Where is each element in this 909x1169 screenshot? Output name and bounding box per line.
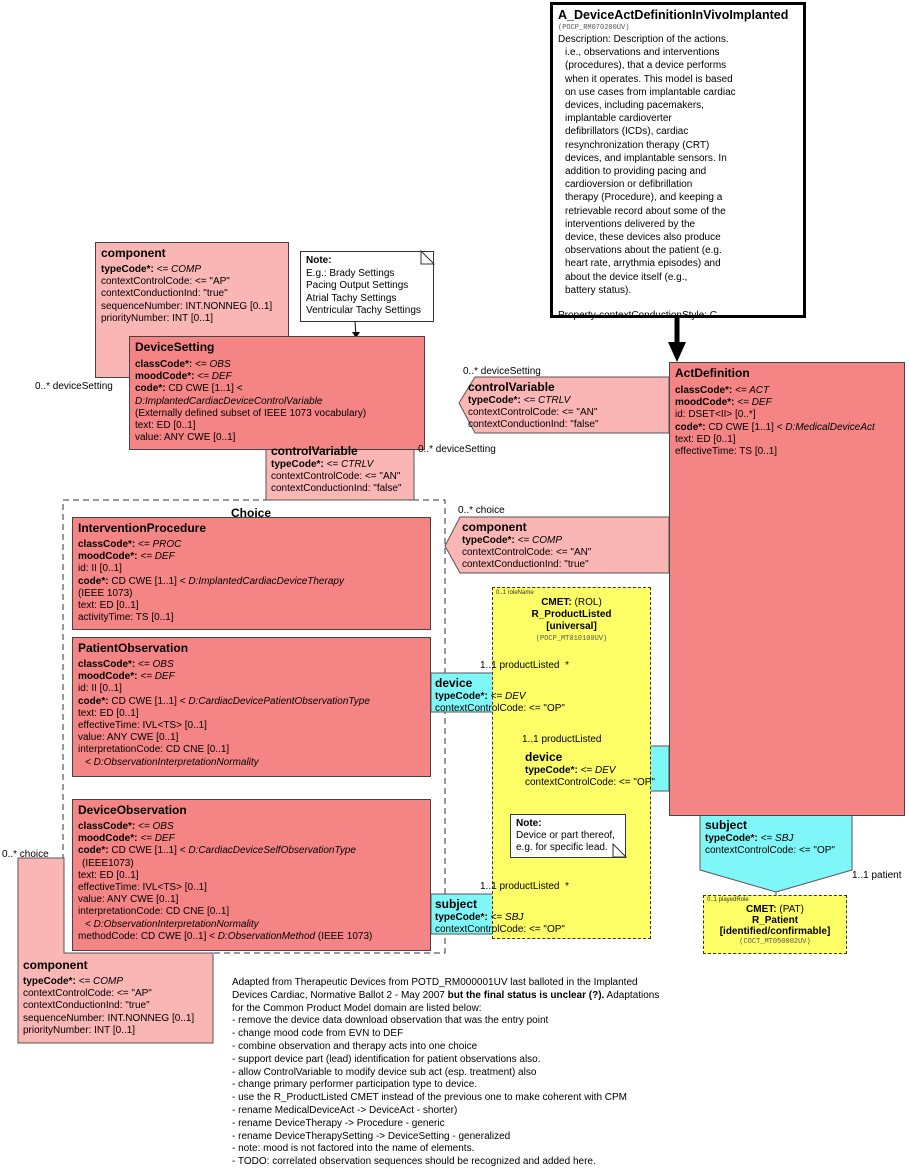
label-product-listed-3: 1..1 productListed * (480, 881, 569, 892)
entry-point-description-line: observations about the patient (e.g. (565, 245, 722, 257)
adaptation-note-item: - TODO: correlated observation sequences… (232, 1156, 596, 1168)
entry-point-description-line: when it operates. This model is based (565, 73, 733, 85)
note-settings-line: E.g.: Brady Settings (306, 267, 395, 279)
adaptation-note-item: - combine observation and therapy acts i… (232, 1040, 478, 1052)
label-patient: 1..1 patient (852, 870, 902, 881)
device-observation-title: DeviceObservation (78, 803, 187, 817)
adaptation-note-item: - note: mood is not factored into the na… (232, 1143, 475, 1155)
adaptation-note-item: - use the R_ProductListed CMET instead o… (232, 1092, 628, 1104)
device-role-2: device typeCode*: <= DEV contextControlC… (525, 750, 655, 788)
adaptation-note-item: - rename MedicalDeviceAct -> DeviceAct -… (232, 1104, 458, 1116)
component-bottom: component typeCode*: <= COMP contextCont… (23, 958, 195, 1036)
note-device-line: Device or part thereof, (516, 830, 615, 841)
label-product-listed-2: 1..1 productListed (522, 734, 602, 745)
entry-point-description-line: therapy (Procedure), and keeping a (565, 192, 723, 204)
control-variable-bottom: controlVariable typeCode*: <= CTRLV cont… (271, 444, 402, 494)
entry-point-id: (POCP_RM070200UV) (558, 24, 630, 32)
intervention-procedure-title: InterventionProcedure (78, 521, 207, 535)
patient-observation-title: PatientObservation (78, 641, 189, 655)
entry-point-description-line: (procedures), that a device performs (565, 60, 727, 72)
entry-point-description-line: implantable cardioverter (565, 113, 672, 125)
entry-point-description-line: about the device itself (e.g., (565, 271, 688, 283)
choice-title: Choice (231, 506, 272, 520)
label-device-setting-bottom: 0..* deviceSetting (418, 444, 496, 455)
entry-point-description-line: retrievable record about some of the (565, 205, 726, 217)
entry-point-description-line: devices, including pacemakers, (565, 100, 704, 112)
label-choice-top: 0..* choice (458, 505, 505, 516)
entry-point-description-line: device, these devices also produce (565, 232, 721, 244)
device-observation-box: DeviceObservation classCode*: <= OBS moo… (72, 799, 431, 951)
adaptation-note-item: - support device part (lead) identificat… (232, 1053, 541, 1065)
subject-role-2: subject typeCode*: <= SBJ contextControl… (705, 818, 835, 856)
component-bottom-shape (17, 857, 214, 1044)
label-device-setting-right: 0..* deviceSetting (463, 366, 541, 377)
cmet-patient-box: 0..1 playedRole CMET: (PAT) R_Patient [i… (703, 895, 847, 954)
note-device-line: e.g. for specific lead. (516, 842, 608, 853)
adaptation-notes: Adapted from Therapeutic Devices from PO… (232, 977, 872, 1169)
adaptation-note-item: - remove the device data download observ… (232, 1015, 549, 1027)
entry-point-description-line: interventions delivered by the (565, 218, 696, 230)
note-settings-line: Atrial Tachy Settings (306, 292, 397, 304)
entry-point-description-line: i.e., observations and interventions (565, 47, 720, 59)
device-setting-title: DeviceSetting (135, 340, 215, 354)
device-role-1: device typeCode*: <= DEV contextControlC… (435, 676, 565, 714)
entry-point-title: A_DeviceActDefinitionInVivoImplanted (558, 8, 789, 22)
act-definition-title: ActDefinition (675, 366, 750, 380)
entry-point-description-line: cardioversion or defibrillation (565, 179, 693, 191)
adaptation-note-item: - rename DeviceTherapySetting -> DeviceS… (232, 1130, 511, 1142)
subject-role-1: subject typeCode*: <= SBJ contextControl… (435, 897, 565, 935)
component-top-title: component (101, 246, 166, 260)
control-variable-right: controlVariable typeCode*: <= CTRLV cont… (468, 380, 599, 430)
entry-point-description-line: addition to providing pacing and (565, 166, 707, 178)
device-setting-box: DeviceSetting classCode*: <= OBS moodCod… (129, 336, 425, 450)
adaptation-note-item: - allow ControlVariable to modify device… (232, 1066, 537, 1078)
entry-point-description-line: heart rate, arrythmia episodes) and (565, 258, 721, 270)
adaptation-note-item: - rename DeviceTherapy -> Procedure - ge… (232, 1117, 445, 1129)
note-device: Note: Device or part thereof,e.g. for sp… (510, 814, 626, 858)
entry-point-description-line: Description: Description of the actions. (558, 34, 729, 45)
cmet-product-listed-box: 0..1 roleName CMET: (ROL) R_ProductListe… (492, 587, 651, 939)
label-choice-left: 0..* choice (2, 849, 49, 860)
label-product-listed-1: 1..1 productListed * (480, 660, 569, 671)
note-device-title: Note: (516, 818, 542, 829)
intervention-procedure-box: InterventionProcedure classCode*: <= PRO… (72, 517, 431, 630)
note-settings-line: Ventricular Tachy Settings (306, 305, 421, 316)
entry-point-description: Description: Description of the actions.… (558, 33, 798, 297)
entry-point-box: A_DeviceActDefinitionInVivoImplanted (PO… (550, 2, 806, 321)
patient-observation-box: PatientObservation classCode*: <= OBS mo… (72, 637, 431, 777)
component-choice: component typeCode*: <= COMP contextCont… (462, 520, 592, 570)
adaptation-note-item: - change primary performer participation… (232, 1079, 478, 1091)
entry-point-description-line: battery status). (565, 284, 632, 296)
entry-point-description-line: resynchronization therapy (CRT) (565, 139, 710, 151)
note-settings-line: Pacing Output Settings (306, 280, 409, 291)
entry-point-description-line: defibrillators (ICDs), cardiac (565, 126, 689, 138)
entry-arrow-head (668, 342, 686, 362)
entry-point-description-line: on use cases from implantable cardiac (565, 86, 736, 98)
note-settings-title: Note: (306, 255, 332, 266)
entry-point-property: Property-contextConductionStyle: C (558, 310, 717, 322)
entry-point-description-line: devices, and implantable sensors. In (565, 152, 727, 164)
adaptation-note-item: - change mood code from EVN to DEF (232, 1028, 404, 1040)
label-device-setting-left: 0..* deviceSetting (35, 381, 113, 392)
act-definition-box: ActDefinition classCode*: <= ACT moodCod… (669, 362, 905, 816)
choice-frame (62, 499, 446, 954)
